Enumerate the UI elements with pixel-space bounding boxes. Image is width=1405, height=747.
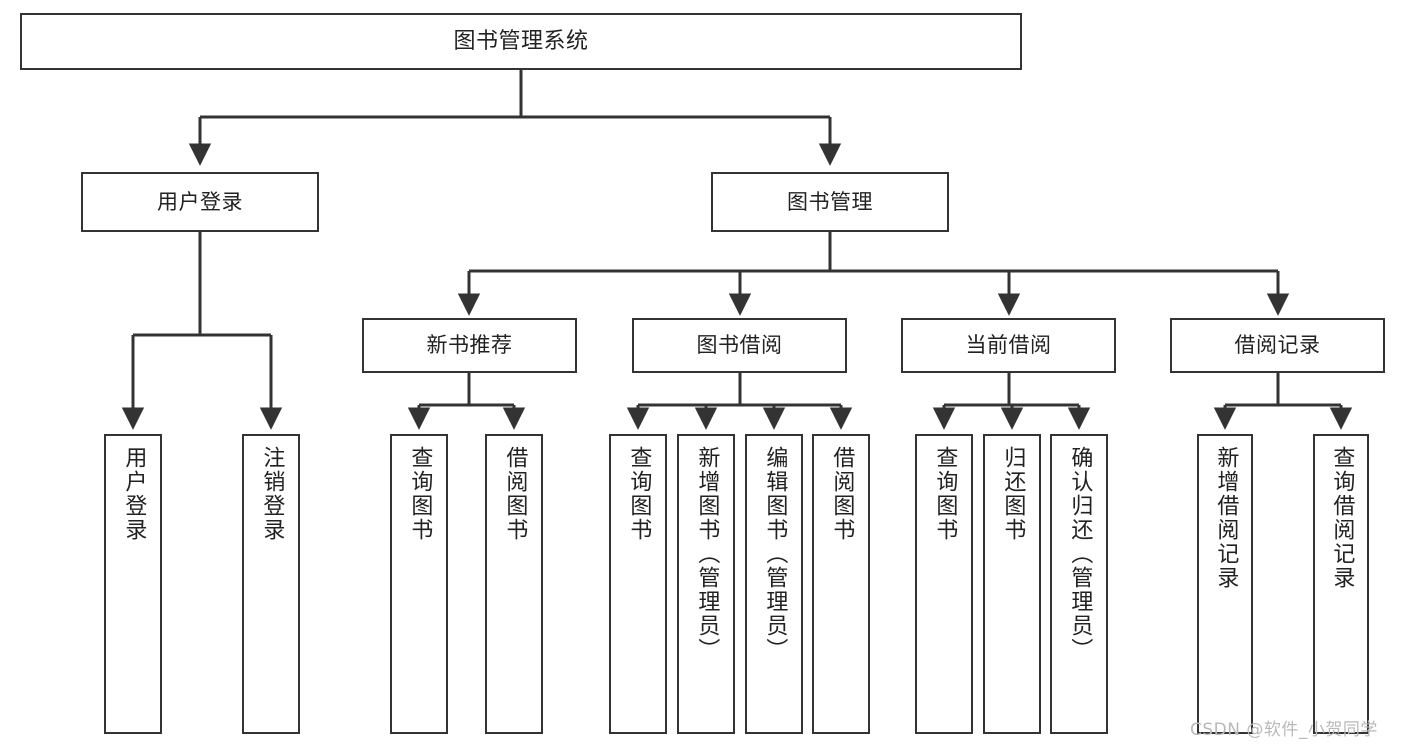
node-root[interactable]: 图书管理系统	[20, 13, 1022, 70]
node-leaf-confirm-return-label: 确认归还（管理员）	[1067, 446, 1093, 662]
node-root-label: 图书管理系统	[453, 28, 589, 54]
node-book-manage[interactable]: 图书管理	[711, 172, 949, 232]
node-borrow-record-label: 借阅记录	[1234, 333, 1321, 358]
node-leaf-add-record-label: 新增借阅记录	[1213, 446, 1239, 590]
node-leaf-borrow-book-1[interactable]: 借阅图书	[485, 434, 543, 734]
node-new-book-recommend-label: 新书推荐	[426, 333, 513, 358]
node-leaf-query-book-2[interactable]: 查询图书	[609, 434, 667, 734]
node-leaf-borrow-book-2-label: 借阅图书	[829, 446, 855, 542]
node-leaf-borrow-book-2[interactable]: 借阅图书	[812, 434, 870, 734]
node-borrow-record[interactable]: 借阅记录	[1170, 318, 1385, 373]
node-leaf-query-record[interactable]: 查询借阅记录	[1313, 434, 1369, 734]
node-leaf-borrow-book-1-label: 借阅图书	[502, 446, 528, 542]
node-leaf-return-book-label: 归还图书	[1000, 446, 1026, 542]
node-leaf-add-record[interactable]: 新增借阅记录	[1197, 434, 1253, 734]
node-leaf-user-login-label: 用户登录	[121, 446, 147, 542]
node-user-login-label: 用户登录	[157, 189, 243, 214]
node-current-borrow[interactable]: 当前借阅	[901, 318, 1116, 373]
node-leaf-query-book-2-label: 查询图书	[626, 446, 652, 542]
node-leaf-query-record-label: 查询借阅记录	[1329, 446, 1355, 590]
node-book-borrow-label: 图书借阅	[696, 333, 783, 358]
node-new-book-recommend[interactable]: 新书推荐	[362, 318, 577, 373]
node-leaf-query-book-3-label: 查询图书	[932, 446, 958, 542]
node-book-manage-label: 图书管理	[787, 189, 873, 214]
node-leaf-logout-login[interactable]: 注销登录	[242, 434, 300, 734]
node-leaf-query-book-1-label: 查询图书	[407, 446, 433, 542]
node-leaf-query-book-1[interactable]: 查询图书	[390, 434, 448, 734]
node-leaf-edit-book[interactable]: 编辑图书（管理员）	[745, 434, 803, 734]
node-leaf-query-book-3[interactable]: 查询图书	[915, 434, 973, 734]
node-book-borrow[interactable]: 图书借阅	[632, 318, 847, 373]
csdn-watermark: CSDN @软件_小贺同学	[1190, 720, 1378, 740]
node-leaf-add-book[interactable]: 新增图书（管理员）	[677, 434, 735, 734]
node-leaf-add-book-label: 新增图书（管理员）	[694, 446, 720, 662]
node-leaf-user-login[interactable]: 用户登录	[104, 434, 162, 734]
node-leaf-confirm-return[interactable]: 确认归还（管理员）	[1050, 434, 1108, 734]
node-leaf-edit-book-label: 编辑图书（管理员）	[762, 446, 788, 662]
node-leaf-logout-login-label: 注销登录	[259, 446, 285, 542]
node-leaf-return-book[interactable]: 归还图书	[983, 434, 1041, 734]
node-user-login[interactable]: 用户登录	[81, 172, 319, 232]
node-current-borrow-label: 当前借阅	[965, 333, 1052, 358]
